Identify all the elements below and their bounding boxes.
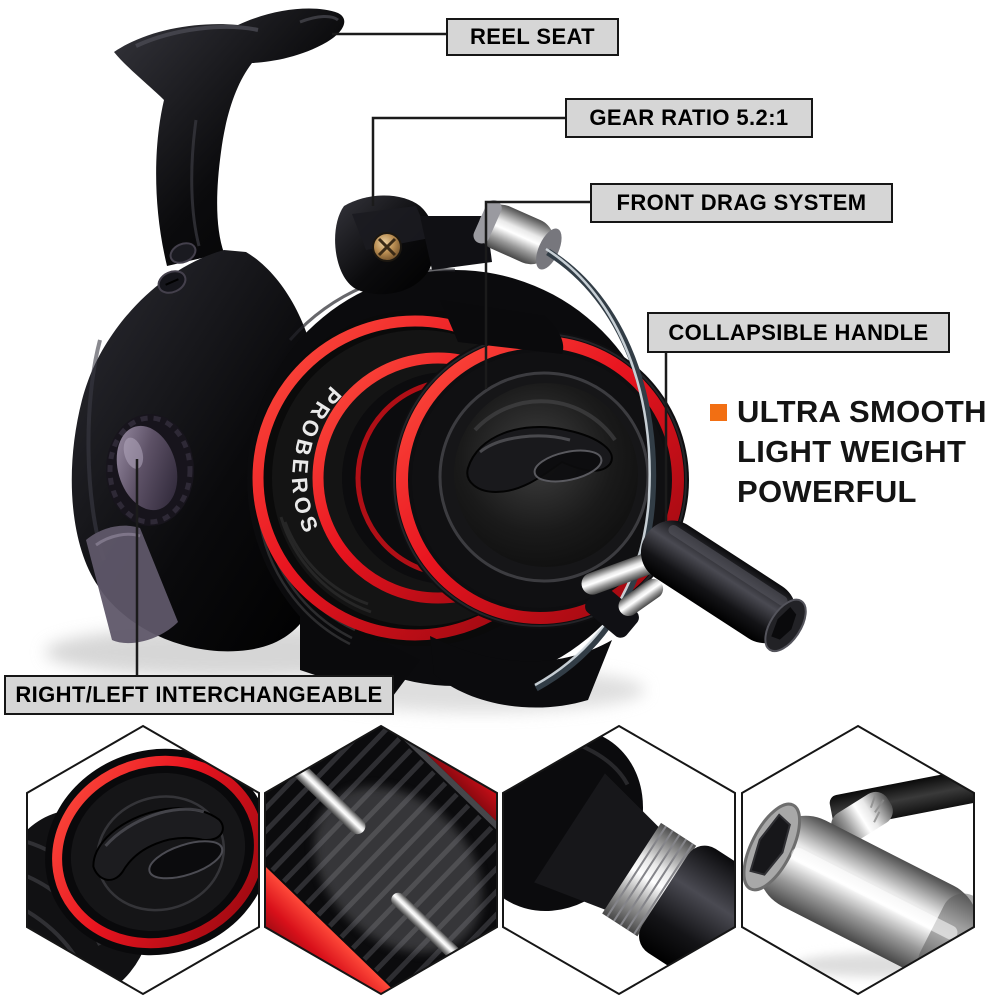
detail-hex-handle-knob xyxy=(741,724,975,996)
callout-interchangeable: RIGHT/LEFT INTERCHANGEABLE xyxy=(4,675,394,715)
body-lower-wedge xyxy=(86,525,178,644)
handle xyxy=(581,520,807,653)
detail-hex-drag-knob xyxy=(26,724,260,996)
reel-body xyxy=(71,242,321,652)
bail-wire xyxy=(534,247,657,692)
rotor-bottom-arm xyxy=(430,636,612,708)
feature-bullet-square xyxy=(710,404,727,421)
feature-list: ULTRA SMOOTH LIGHT WEIGHT POWERFUL xyxy=(737,392,987,512)
handle-knob xyxy=(640,520,807,653)
hex-socket xyxy=(771,607,797,640)
detail-hex-handle-screw xyxy=(502,724,736,996)
body-screws xyxy=(157,242,197,294)
feature-line-2: LIGHT WEIGHT xyxy=(737,434,967,469)
callout-reel-seat: REEL SEAT xyxy=(446,18,619,56)
feature-line-1: ULTRA SMOOTH xyxy=(737,394,987,429)
callout-lines xyxy=(135,32,668,675)
callout-line-gear-ratio xyxy=(371,116,565,206)
front-drag-knob xyxy=(391,331,689,629)
side-cap xyxy=(106,414,194,526)
bail-arm xyxy=(335,195,562,295)
line-roller xyxy=(473,200,562,270)
callout-gear-ratio: GEAR RATIO 5.2:1 xyxy=(565,98,813,138)
hex-socket-closeup xyxy=(749,813,791,876)
drag-knob-wing xyxy=(466,426,613,494)
spool-top-clip xyxy=(440,300,564,354)
feature-line-3: POWERFUL xyxy=(737,474,917,509)
reel-foot xyxy=(114,8,345,267)
callout-front-drag: FRONT DRAG SYSTEM xyxy=(590,183,893,223)
callout-line-front-drag xyxy=(484,200,590,389)
callout-collapsible-handle: COLLAPSIBLE HANDLE xyxy=(647,312,950,353)
